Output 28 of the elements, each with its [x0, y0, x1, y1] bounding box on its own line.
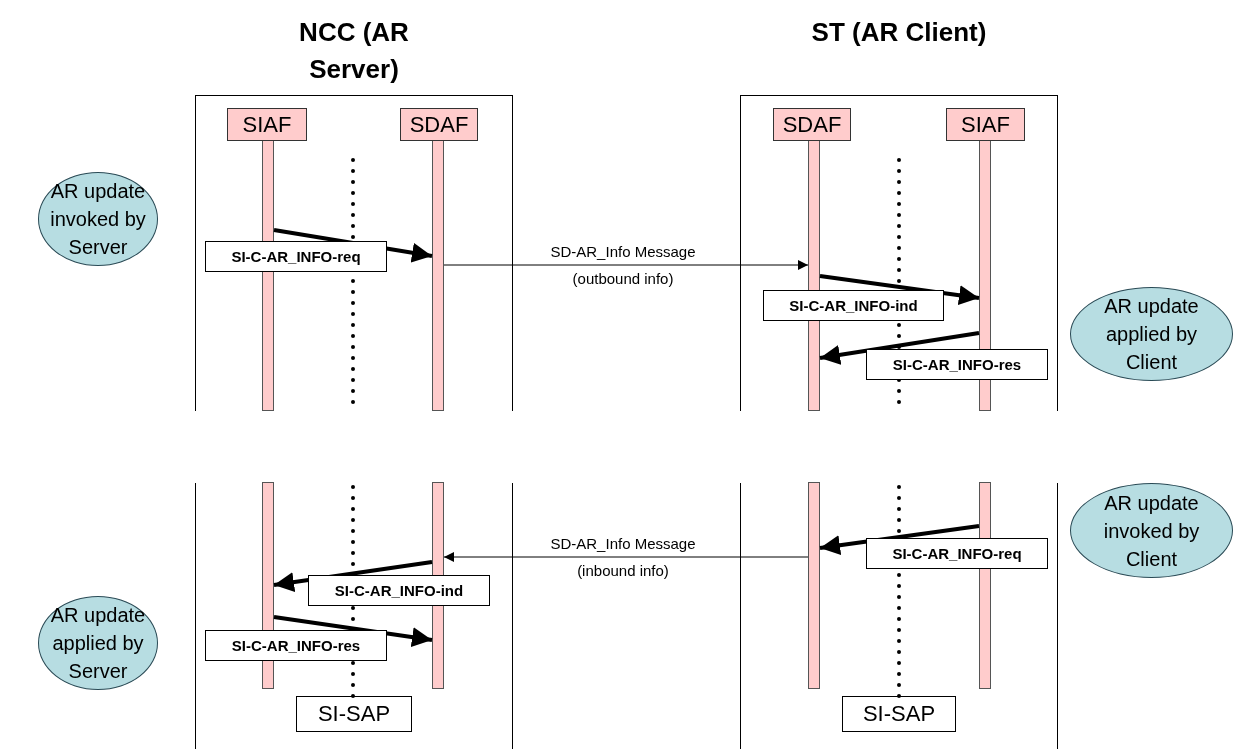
- message-arrow: [819, 274, 980, 306]
- event-ellipse: AR update applied by Server: [38, 596, 158, 690]
- primitive-label: SI-C-AR_INFO-res: [205, 630, 387, 661]
- edge-label: SD-AR_Info Message (outbound info): [549, 242, 697, 289]
- message-arrow: [819, 331, 980, 365]
- primitive-label: SI-C-AR_INFO-req: [205, 241, 387, 272]
- event-ellipse: AR update invoked by Server: [38, 172, 158, 266]
- primitive-label: SI-C-AR_INFO-ind: [308, 575, 490, 606]
- primitive-label: SI-C-AR_INFO-ind: [763, 290, 944, 321]
- access-point-box: SI-SAP: [842, 696, 956, 732]
- event-ellipse: AR update applied by Client: [1070, 287, 1233, 381]
- lifeline-bar: [432, 140, 444, 411]
- panel-heading: ST (AR Client): [811, 16, 987, 49]
- entity-box: SIAF: [227, 108, 307, 141]
- event-ellipse: AR update invoked by Client: [1070, 483, 1233, 578]
- entity-box: SDAF: [773, 108, 851, 141]
- entity-box: SDAF: [400, 108, 478, 141]
- lifeline-bar: [808, 482, 820, 689]
- primitive-label: SI-C-AR_INFO-res: [866, 349, 1048, 380]
- message-arrow: [443, 260, 809, 270]
- message-arrow: [819, 524, 980, 556]
- panel-heading: NCC (AR Server): [298, 16, 410, 86]
- access-point-box: SI-SAP: [296, 696, 412, 732]
- message-arrow: [273, 615, 433, 647]
- edge-label: SD-AR_Info Message (inbound info): [549, 534, 697, 581]
- message-arrow: [443, 552, 809, 562]
- primitive-label: SI-C-AR_INFO-req: [866, 538, 1048, 569]
- entity-box: SIAF: [946, 108, 1025, 141]
